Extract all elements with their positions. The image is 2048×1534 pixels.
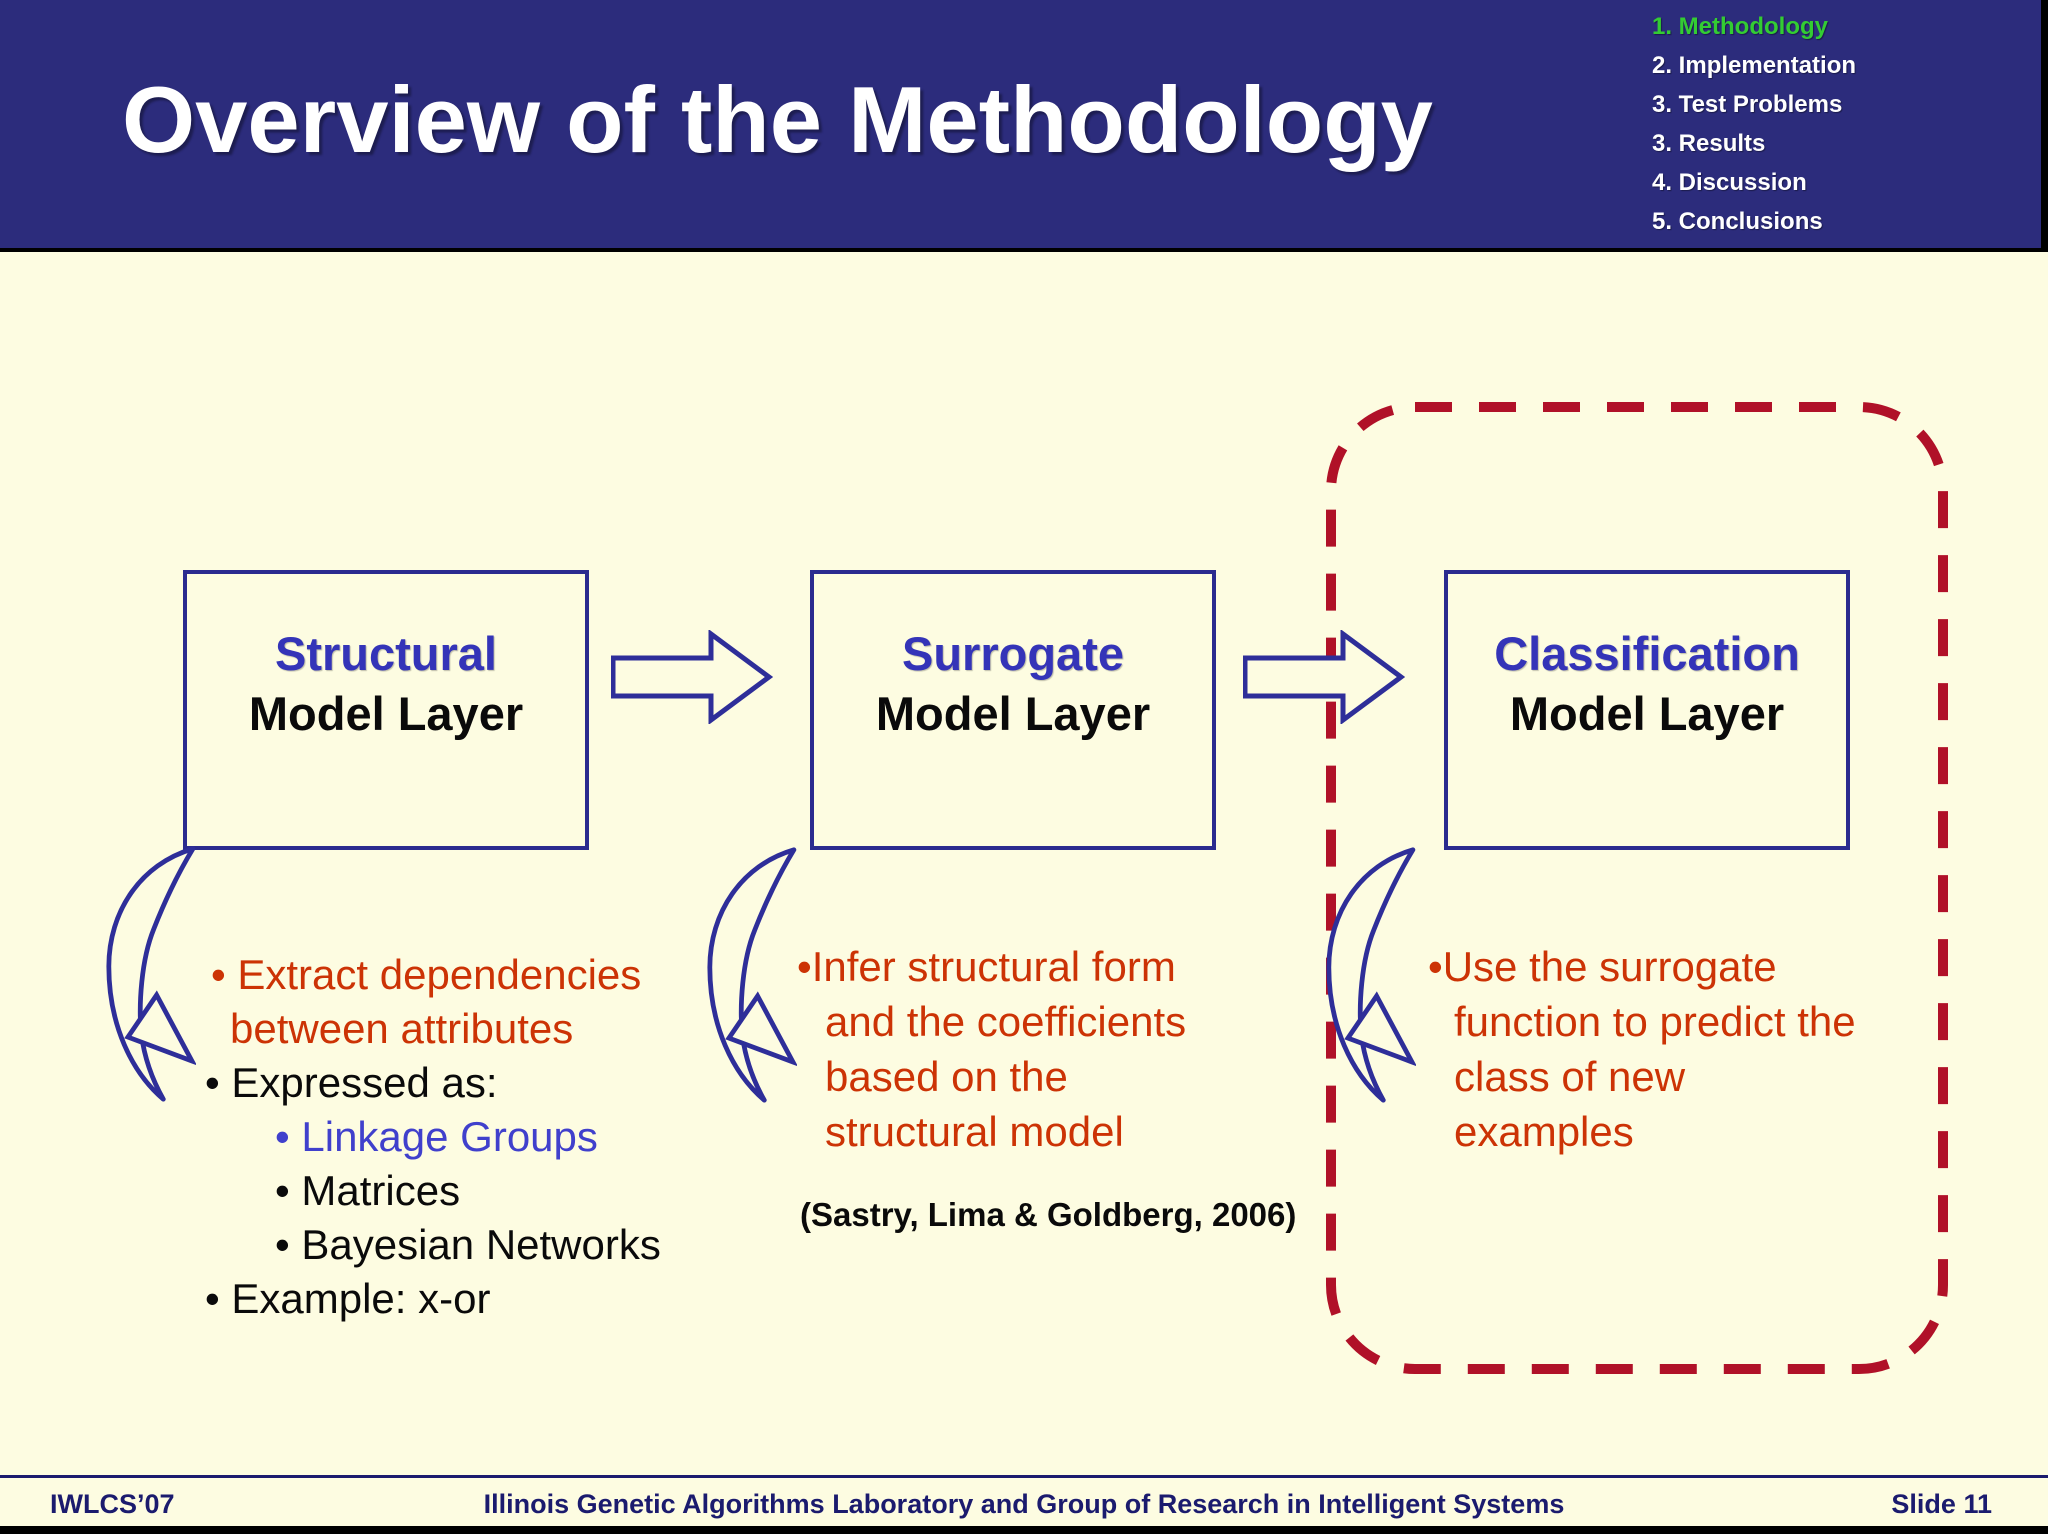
box-subtitle: Model Layer bbox=[875, 687, 1151, 740]
classification-notes: •Use the surrogate function to predict t… bbox=[1428, 939, 1856, 1159]
curved-down-arrow-icon bbox=[707, 847, 797, 1103]
flow-box-surrogate: Surrogate Model Layer bbox=[810, 570, 1216, 850]
structural-notes: • Extract dependencies between attribute… bbox=[205, 948, 661, 1326]
footer-slide-number: Slide 11 bbox=[1891, 1489, 1992, 1519]
right-block-arrow-icon bbox=[1243, 630, 1405, 724]
surrogate-notes: •Infer structural form and the coefficie… bbox=[797, 939, 1186, 1159]
note-line: • Expressed as: bbox=[205, 1059, 498, 1106]
footer-lab-name: Illinois Genetic Algorithms Laboratory a… bbox=[483, 1489, 1565, 1519]
note-line: •Use the surrogate bbox=[1428, 943, 1777, 990]
footer-divider bbox=[0, 1475, 2048, 1478]
agenda-item-conclusions: 5. Conclusions bbox=[1652, 208, 1823, 235]
flow-box-classification: Classification Model Layer bbox=[1444, 570, 1850, 850]
header-right-edge bbox=[2041, 0, 2048, 248]
agenda-item-implementation: 2. Implementation bbox=[1652, 52, 1857, 79]
curved-down-arrow-icon bbox=[1326, 847, 1416, 1103]
note-line: • Matrices bbox=[275, 1167, 461, 1214]
header-bar: Overview of the Methodology 1. Methodolo… bbox=[0, 0, 2048, 248]
citation-text: (Sastry, Lima & Goldberg, 2006) bbox=[800, 1196, 1297, 1233]
note-line: and the coefficients bbox=[825, 998, 1187, 1045]
bottom-edge-strip bbox=[0, 1526, 2048, 1534]
box-title: Surrogate bbox=[902, 627, 1124, 680]
note-line: structural model bbox=[825, 1108, 1124, 1155]
flow-box-structural: Structural Model Layer bbox=[183, 570, 589, 850]
agenda-item-results: 3. Results bbox=[1652, 130, 1766, 157]
box-title: Structural bbox=[275, 627, 497, 680]
box-title: Classification bbox=[1494, 627, 1800, 680]
note-line: between attributes bbox=[230, 1005, 574, 1052]
agenda-item-discussion: 4. Discussion bbox=[1652, 169, 1807, 196]
note-line: • Extract dependencies bbox=[211, 951, 642, 998]
note-line: function to predict the bbox=[1454, 998, 1856, 1045]
classification-highlight-dashed-box bbox=[1326, 402, 1948, 1374]
box-subtitle: Model Layer bbox=[248, 687, 524, 740]
header-divider bbox=[0, 248, 2048, 252]
note-line: •Infer structural form bbox=[797, 943, 1176, 990]
agenda-item-methodology: 1. Methodology bbox=[1652, 13, 1828, 40]
note-line: • Example: x-or bbox=[205, 1275, 491, 1322]
right-block-arrow-icon bbox=[611, 630, 773, 724]
footer-conference: IWLCS’07 bbox=[50, 1489, 175, 1519]
slide-title: Overview of the Methodology bbox=[122, 67, 1433, 172]
note-line: examples bbox=[1454, 1108, 1634, 1155]
note-line: • Linkage Groups bbox=[275, 1113, 598, 1160]
agenda-item-test-problems: 3. Test Problems bbox=[1652, 91, 1843, 118]
note-line: based on the bbox=[825, 1053, 1068, 1100]
box-subtitle: Model Layer bbox=[1509, 687, 1785, 740]
agenda-nav: 1. Methodology 2. Implementation 3. Test… bbox=[1652, 7, 1856, 241]
note-line: • Bayesian Networks bbox=[275, 1221, 661, 1268]
note-line: class of new bbox=[1454, 1053, 1686, 1100]
curved-down-arrow-icon bbox=[106, 846, 196, 1102]
